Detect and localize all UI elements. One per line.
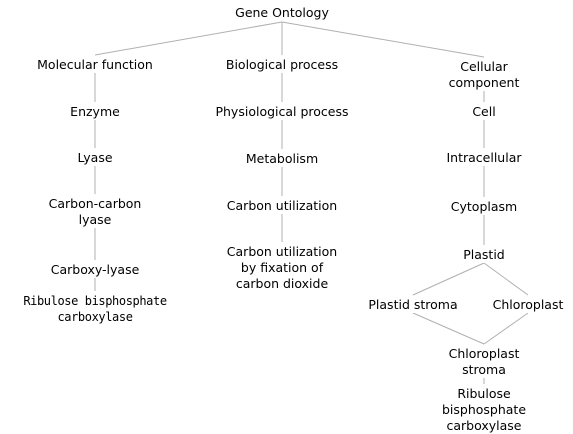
edge-chloroplast-chloroplast-stroma [483,312,529,345]
node-molecular-function: Molecular function [37,57,153,73]
edge-root-molecular-function [94,21,283,56]
node-gene-ontology: Gene Ontology [235,5,329,21]
edge-plastid-plastid-stroma [412,262,485,296]
node-carboxy-lyase: Carboxy-lyase [50,262,140,278]
node-physiological-process: Physiological process [215,104,349,120]
node-intracellular: Intracellular [446,150,522,166]
node-cytoplasm: Cytoplasm [450,199,518,215]
node-ribulose-bisphosphate-carboxylase-cc: Ribulose bisphosphate carboxylase [439,386,529,434]
node-biological-process: Biological process [225,57,339,73]
node-lyase: Lyase [77,150,113,166]
node-cell: Cell [472,104,496,120]
edge-plastid-stroma-chloroplast-stroma [412,312,485,345]
node-ribulose-bisphosphate-carboxylase-mf: Ribulose bisphosphate carboxylase [23,293,167,325]
node-carbon-carbon-lyase: Carbon-carbon lyase [48,196,142,228]
node-carbon-utilization-fixation: Carbon utilization by fixation of carbon… [226,244,338,292]
edge-plastid-chloroplast [483,262,529,296]
node-enzyme: Enzyme [70,104,120,120]
node-cellular-component: Cellular component [439,59,529,91]
node-chloroplast: Chloroplast [492,297,564,313]
node-carbon-utilization: Carbon utilization [226,198,338,214]
node-metabolism: Metabolism [245,151,319,167]
edge-root-cellular-component [281,21,485,58]
node-chloroplast-stroma: Chloroplast stroma [439,346,529,378]
node-plastid: Plastid [463,247,505,263]
node-plastid-stroma: Plastid stroma [368,297,458,313]
ontology-diagram: Gene Ontology Molecular function Enzyme … [23,5,564,434]
